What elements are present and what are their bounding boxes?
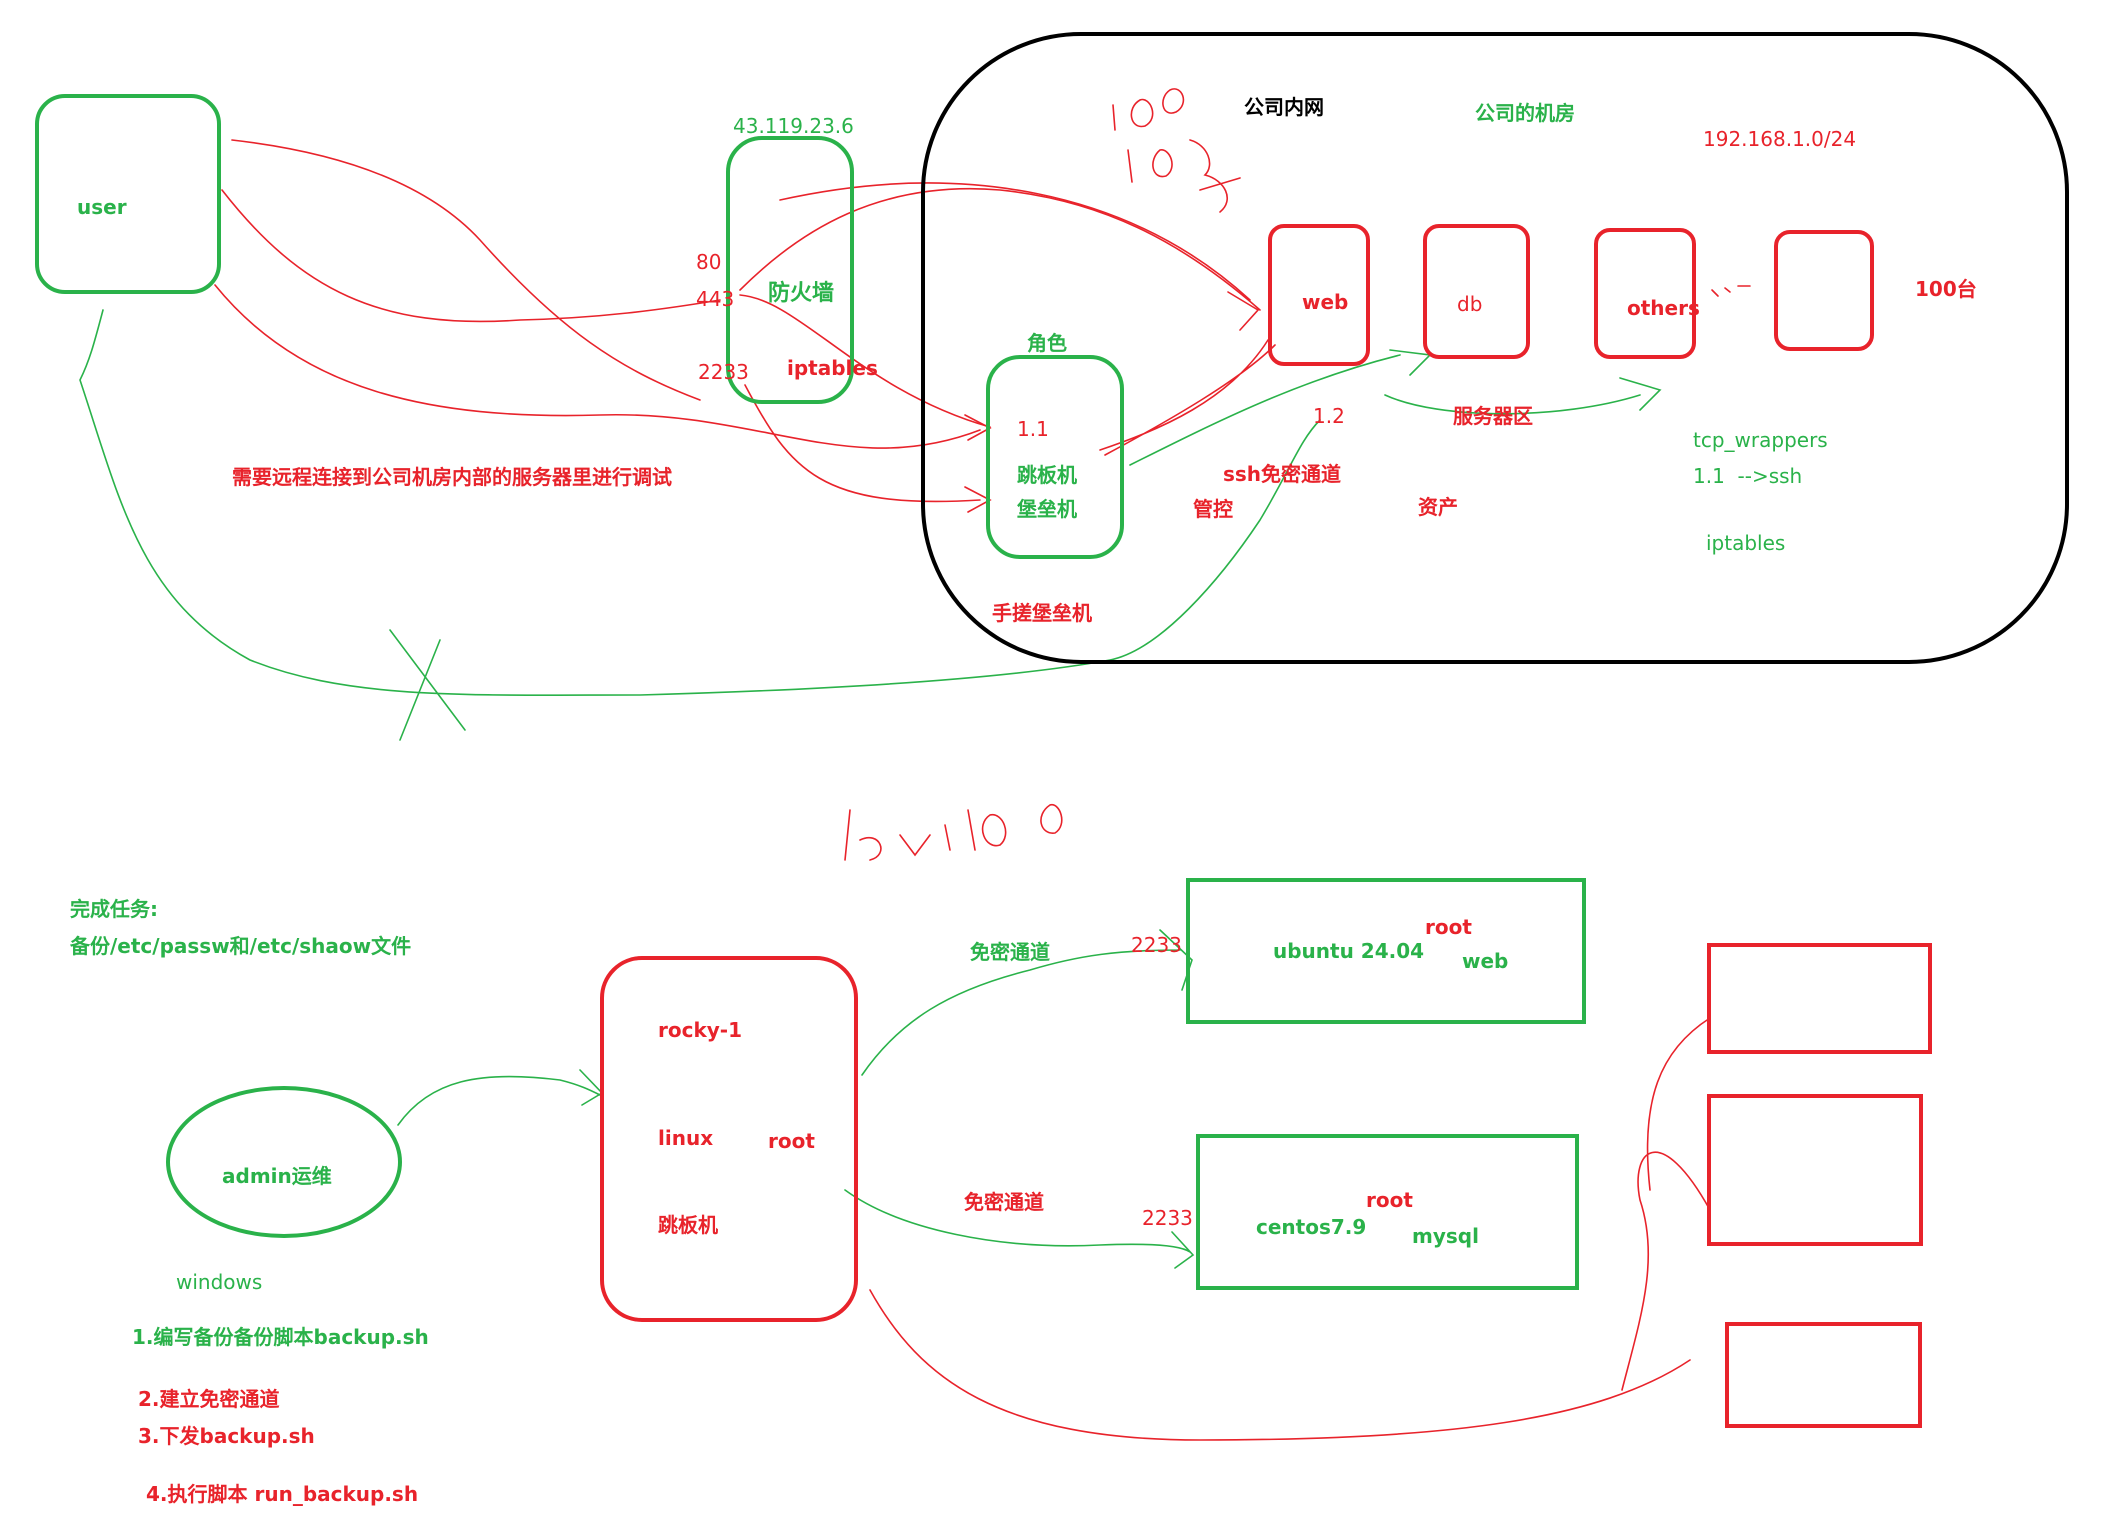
web-label: web bbox=[1302, 290, 1349, 314]
scribble-100 bbox=[1112, 88, 1241, 213]
server-zone-label: 服务器区 bbox=[1453, 404, 1533, 428]
web-server-box[interactable] bbox=[1268, 224, 1370, 366]
arrow-rocky-to-centos bbox=[844, 1189, 1195, 1269]
subnet-label: 192.168.1.0/24 bbox=[1703, 127, 1857, 151]
centos-root-label: root bbox=[1366, 1188, 1413, 1212]
port-443-label: 443 bbox=[696, 287, 735, 311]
jump-host-label: 跳板机 bbox=[1017, 463, 1077, 487]
handmade-bastion-label: 手搓堡垒机 bbox=[992, 601, 1092, 625]
arrow-rocky-to-ubuntu bbox=[861, 929, 1193, 1076]
tcp-wrappers-label: tcp_wrappers bbox=[1693, 428, 1828, 452]
others-label: others bbox=[1627, 296, 1700, 320]
linux-label: linux bbox=[658, 1126, 714, 1150]
firewall-ip-label: 43.119.23.6 bbox=[733, 114, 854, 138]
control-label: 管控 bbox=[1193, 497, 1233, 521]
step-4: 4.执行脚本 run_backup.sh bbox=[146, 1482, 419, 1506]
ip-12-label: 1.2 bbox=[1313, 404, 1345, 428]
intranet-boundary bbox=[921, 32, 2069, 664]
bastion-label: 堡垒机 bbox=[1017, 497, 1077, 521]
centos-mysql-label: mysql bbox=[1412, 1224, 1479, 1248]
count-100-label: 100台 bbox=[1915, 277, 1977, 301]
assets-label: 资产 bbox=[1418, 495, 1458, 519]
arrow-cross bbox=[389, 629, 466, 741]
rocky-jump-box[interactable] bbox=[600, 956, 858, 1322]
bastion-box[interactable] bbox=[986, 355, 1124, 559]
tunnel-label-centos: 免密通道 bbox=[964, 1190, 1044, 1214]
step-1: 1.编写备份备份脚本backup.sh bbox=[132, 1325, 429, 1349]
ubuntu-root-label: root bbox=[1425, 915, 1472, 939]
centos-box[interactable] bbox=[1196, 1134, 1579, 1290]
arrowhead-bastion-a bbox=[964, 414, 992, 441]
server-100-box[interactable] bbox=[1774, 230, 1874, 351]
step-2: 2.建立免密通道 bbox=[138, 1387, 280, 1411]
user-box[interactable] bbox=[35, 94, 221, 294]
windows-label: windows bbox=[176, 1270, 263, 1294]
step-3: 3.下发backup.sh bbox=[138, 1424, 315, 1448]
ubuntu-port-label: 2233 bbox=[1131, 933, 1182, 957]
centos-port-label: 2233 bbox=[1142, 1206, 1193, 1230]
firewall-label: 防火墙 bbox=[768, 281, 835, 306]
arrow-user-to-bastion-mid bbox=[739, 294, 991, 428]
arrow-server-zone bbox=[1384, 377, 1662, 415]
intranet-label: 公司内网 bbox=[1244, 95, 1324, 119]
arrow-admin-to-rocky bbox=[397, 1069, 604, 1126]
db-label: db bbox=[1457, 292, 1483, 316]
arrow-rocky-to-others bbox=[869, 1289, 1691, 1441]
task-title: 完成任务: bbox=[70, 897, 158, 921]
ubuntu-label: ubuntu 24.04 bbox=[1273, 939, 1425, 963]
iptables-label: iptables bbox=[787, 356, 878, 380]
others-server-box[interactable] bbox=[1594, 228, 1696, 359]
ubuntu-box[interactable] bbox=[1186, 878, 1586, 1024]
firewall-box[interactable] bbox=[726, 136, 854, 404]
machine-room-label: 公司的机房 bbox=[1475, 101, 1575, 125]
port-80-label: 80 bbox=[696, 250, 722, 274]
arrow-user-via-2233 bbox=[214, 284, 981, 449]
arrow-user-via-443 bbox=[221, 189, 721, 323]
tunnel-label-ubuntu: 免密通道 bbox=[970, 940, 1050, 964]
arrow-to-right-boxes bbox=[1621, 1017, 1711, 1391]
db-server-box[interactable] bbox=[1423, 224, 1530, 359]
port-2233-label: 2233 bbox=[698, 360, 749, 384]
scribble-bottom bbox=[844, 804, 1063, 861]
ubuntu-web-label: web bbox=[1462, 949, 1509, 973]
iptables-rule-label: iptables bbox=[1706, 531, 1786, 555]
admin-ellipse[interactable] bbox=[166, 1086, 402, 1238]
scribble-dots bbox=[1711, 285, 1751, 297]
user-label: user bbox=[77, 195, 127, 219]
rocky-jump-label: 跳板机 bbox=[658, 1213, 718, 1237]
task-description: 备份/etc/passw和/etc/shaow文件 bbox=[70, 934, 412, 958]
target-box-2[interactable] bbox=[1707, 1094, 1923, 1246]
admin-label: admin运维 bbox=[222, 1164, 332, 1188]
target-box-3[interactable] bbox=[1725, 1322, 1922, 1428]
arrow-green-curve bbox=[79, 309, 1321, 696]
ssh-rule-label: 1.1 -->ssh bbox=[1693, 464, 1803, 488]
target-box-1[interactable] bbox=[1707, 943, 1932, 1054]
role-label: 角色 bbox=[1027, 331, 1067, 355]
jump-ip-label: 1.1 bbox=[1017, 417, 1049, 441]
remote-access-note: 需要远程连接到公司机房内部的服务器里进行调试 bbox=[232, 465, 672, 489]
ssh-nopass-label: ssh免密通道 bbox=[1223, 462, 1342, 486]
rocky-root-label: root bbox=[768, 1129, 815, 1153]
rocky-label: rocky-1 bbox=[658, 1018, 743, 1042]
arrowhead-web bbox=[1227, 291, 1260, 331]
centos-label: centos7.9 bbox=[1256, 1215, 1367, 1239]
